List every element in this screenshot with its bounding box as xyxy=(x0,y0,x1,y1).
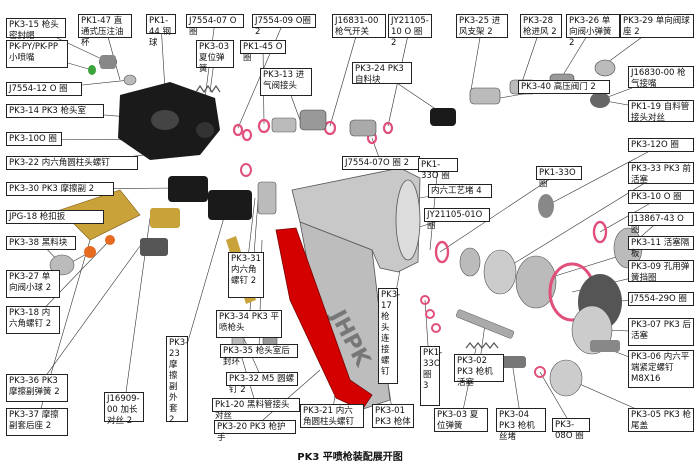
part-label: PK3-21 内六角圆柱头螺钉 xyxy=(300,404,364,428)
part-label: J7554-29O 圈 xyxy=(628,292,694,306)
part-label: PK3-02 PK3 枪机活塞 xyxy=(454,354,504,388)
rear-assembly xyxy=(434,194,643,355)
part-label: PK3-25 进风支架 2 xyxy=(456,14,508,38)
part-label: PK3-26 单向阀小弹簧 2 xyxy=(566,14,620,48)
part-label: PK3-01 PK3 枪体 xyxy=(372,404,414,428)
part-label: J7554-07O 圈 2 xyxy=(342,156,420,170)
part-label: PK3-28 枪进风 2 xyxy=(520,14,562,38)
part-label: JPG-18 枪扣扳 xyxy=(6,210,104,224)
part-label: J7554-07 O圈 xyxy=(186,14,244,37)
part-label: PK3-22 内六角圆柱头螺钉 xyxy=(6,156,138,170)
part-label: PK3-34 PK3 平喷枪头 xyxy=(216,310,282,338)
part-label: PK3-10 O 圈 xyxy=(628,190,694,204)
cap-fitting xyxy=(88,55,137,86)
part-label: PK3-36 PK3 摩擦副弹簧 2 xyxy=(6,374,68,402)
part-label: PK3-05 PK3 枪尾盖 xyxy=(628,408,694,432)
part-label: PK3-12O 圈 xyxy=(628,138,694,152)
part-label: PK1-45 O圈 xyxy=(240,40,286,63)
part-label: PK3-30 PK3 摩擦副 2 xyxy=(6,182,114,196)
leader-line xyxy=(499,172,662,273)
part-label: Pk1-20 黑料管接头对丝 xyxy=(212,398,300,421)
part-label: J16830-00 枪气接嘴 xyxy=(628,66,694,89)
part-label: PK3-40 高压阀门 2 xyxy=(518,80,610,94)
part-label: PK3-14 PK3 枪头室 xyxy=(6,104,104,118)
diagram-caption: PK3 平喷枪装配展开图 xyxy=(297,452,403,463)
leader-line xyxy=(545,144,662,207)
red-handle xyxy=(275,227,373,411)
leader-line xyxy=(439,172,560,253)
small-parts-bottom xyxy=(420,295,583,397)
part-label: PK3-23 摩擦副外套 2 xyxy=(166,336,188,425)
part-label: J16831-00 枪气开关 xyxy=(332,14,386,38)
part-label: PK1-44 钢球 xyxy=(146,14,176,48)
leader-line xyxy=(329,25,360,127)
part-label: J7554-12 O 圈 xyxy=(6,82,82,96)
part-label: PK3-29 单向阀球座 2 xyxy=(620,14,694,38)
part-label: PK3-31 内六角螺钉 2 xyxy=(228,252,264,298)
part-label: J7554-09 O圈2 xyxy=(252,14,316,37)
part-label: PK3-35 枪头室后封环 xyxy=(220,344,298,367)
part-label: J16909-00 加长对丝 2 xyxy=(104,392,144,426)
valve-parts-top xyxy=(271,59,616,137)
leader-line xyxy=(539,371,572,426)
part-label: PK3-08O 圈 xyxy=(552,418,590,441)
leader-line xyxy=(36,245,141,389)
part-label: PK3-20 PK3 枪护手 xyxy=(214,420,296,443)
part-label: J13867-43 O圈 xyxy=(628,212,694,235)
part-label: PK1-47 直通式压注油杯 xyxy=(78,14,132,48)
part-label: PK1-33O 圈 3 xyxy=(420,346,442,406)
part-label: JY21105-10 O 圈 2 xyxy=(388,14,432,48)
part-label: PK3-17 枪头连接螺钉 xyxy=(378,288,400,384)
part-label: PK1-19 自料管接头对丝 xyxy=(628,100,694,123)
spring xyxy=(195,84,221,94)
part-label: PK3-38 黑料块 xyxy=(6,236,76,250)
part-label: PK3-06 内六平端紧定螺钉 M8X16 xyxy=(628,350,694,388)
part-label: PK3-10O 圈 xyxy=(6,132,62,146)
part-label: PK3-27 单向阀小球 2 xyxy=(6,270,60,298)
part-label: PK3-11 活塞隔板 xyxy=(628,236,694,259)
part-label: PK3-03 夏位弹簧 xyxy=(434,408,488,432)
part-label: PK3-15 枪头密封帽 xyxy=(6,18,66,41)
part-label: JY21105-01O 圈 xyxy=(424,208,490,231)
leader-line xyxy=(429,164,439,251)
part-label: PK3-32 M5 圆螺钉 2 xyxy=(226,372,298,395)
part-label: PK3-04 PK3 枪机丝堵 xyxy=(496,408,546,442)
part-label: PK1-33O 圈 xyxy=(536,166,582,189)
head-block xyxy=(118,82,220,160)
part-label: PK3-03 夏位弹簧 xyxy=(196,40,234,74)
part-label: PK3-18 内六角螺钉 2 xyxy=(6,306,60,334)
part-label: PK3-33 PK3 前活塞 xyxy=(628,162,694,185)
part-label: PK3-13 进气阀接头 xyxy=(260,68,312,96)
part-label: PK3-09 孔用弹簧挡圈 xyxy=(628,260,694,283)
part-label: PK3-24 PK3 自料块 xyxy=(352,62,412,85)
leader-line xyxy=(160,23,166,91)
part-label: PK3-07 PK3 后活塞 xyxy=(628,318,694,346)
gun-body: JHPK xyxy=(291,167,421,411)
part-label: PK-PY/PK-PP 小喷嘴 xyxy=(6,40,68,68)
part-label: PK1-33O 圈 xyxy=(418,158,458,181)
part-label: 内六工艺堵 4 xyxy=(428,184,492,198)
part-label: PK3-37 摩擦副套后座 2 xyxy=(6,408,68,436)
